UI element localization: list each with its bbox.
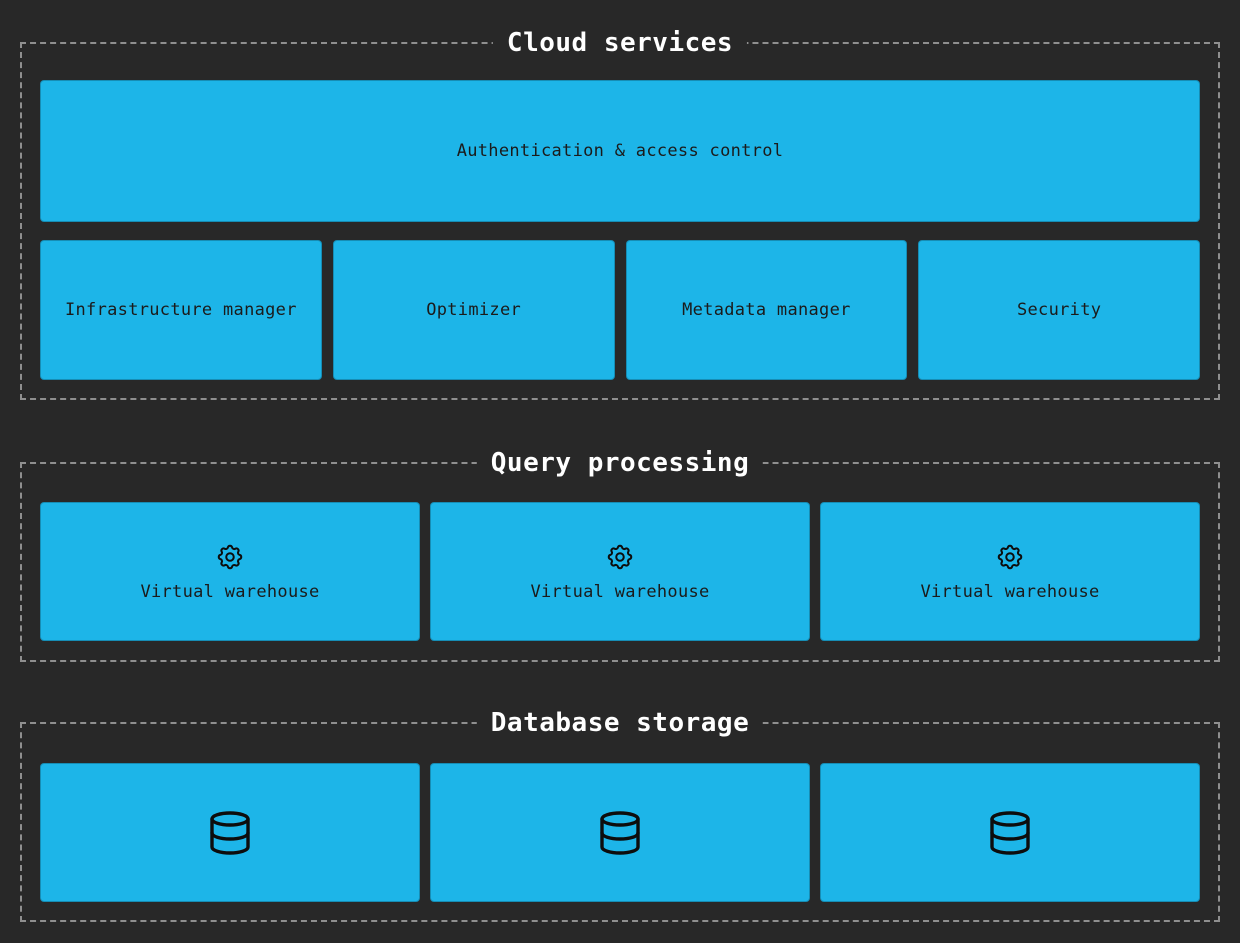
database-icon: [596, 809, 644, 857]
metadata-manager-box: Metadata manager: [625, 240, 908, 380]
database-icon: [206, 809, 254, 857]
section-title-cloud-services: Cloud services: [492, 23, 748, 63]
box-label: Metadata manager: [682, 300, 851, 320]
gear-icon: [605, 542, 635, 572]
box-label: Virtual warehouse: [920, 581, 1100, 602]
gear-icon: [995, 542, 1025, 572]
section-database-storage: Database storage: [20, 703, 1220, 922]
database-icon: [986, 809, 1034, 857]
database-box: [40, 763, 420, 902]
database-box: [820, 763, 1200, 902]
section-title-database-storage: Database storage: [476, 703, 764, 743]
cloud-services-row: Infrastructure manager Optimizer Metadat…: [40, 240, 1200, 380]
query-processing-row: Virtual warehouse Virtual warehouse: [40, 502, 1200, 641]
box-label: Security: [1016, 300, 1102, 320]
database-storage-row: [40, 763, 1200, 902]
auth-access-control-box: Authentication & access control: [40, 80, 1200, 222]
database-box: [430, 763, 810, 902]
section-cloud-services: Cloud services Authentication & access c…: [20, 23, 1220, 400]
virtual-warehouse-box: Virtual warehouse: [820, 502, 1200, 641]
infrastructure-manager-box: Infrastructure manager: [40, 240, 322, 380]
box-label: Optimizer: [426, 300, 522, 320]
virtual-warehouse-box: Virtual warehouse: [40, 502, 420, 641]
gear-icon: [215, 542, 245, 572]
box-label: Virtual warehouse: [530, 581, 710, 602]
box-label: Infrastructure manager: [64, 300, 297, 320]
section-query-processing: Query processing Virtual warehouse: [20, 443, 1220, 662]
section-title-query-processing: Query processing: [476, 443, 764, 483]
virtual-warehouse-box: Virtual warehouse: [430, 502, 810, 641]
security-box: Security: [918, 240, 1200, 380]
box-label: Virtual warehouse: [140, 581, 320, 602]
optimizer-box: Optimizer: [332, 240, 615, 380]
box-label: Authentication & access control: [456, 141, 784, 161]
